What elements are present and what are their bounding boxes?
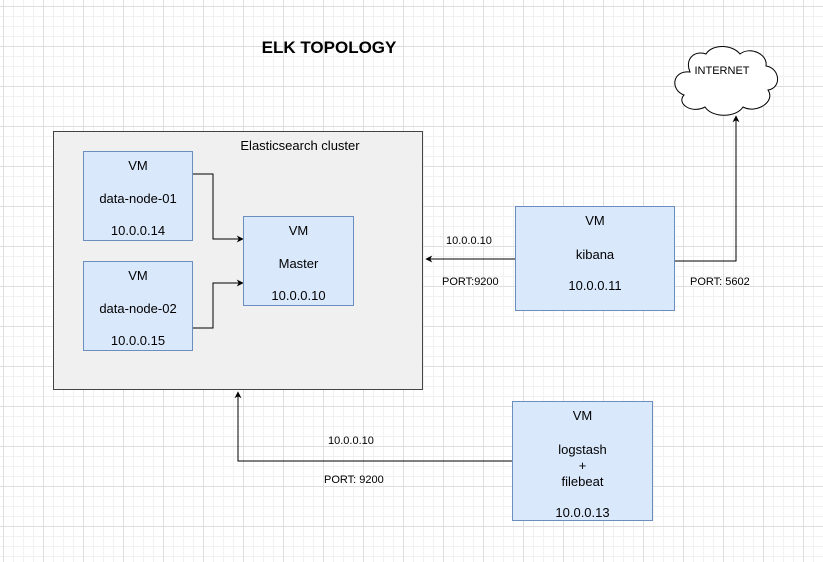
vm-name-label: data-node-02 (99, 301, 177, 316)
vm-name-plus: + (578, 458, 587, 473)
cluster-label: Elasticsearch cluster (240, 138, 360, 153)
edge-datanode02-master (193, 279, 244, 329)
internet-label: INTERNET (694, 65, 750, 77)
vm-ip-label: 10.0.0.10 (271, 288, 326, 303)
vm-name-label: logstash (558, 442, 607, 457)
vm-type-label: VM (288, 223, 309, 238)
vm-data-node-01[interactable]: VM data-node-01 10.0.0.14 (83, 151, 193, 241)
vm-ip-label: 10.0.0.11 (568, 278, 622, 293)
vm-master[interactable]: VM Master 10.0.0.10 (243, 216, 354, 306)
vm-kibana[interactable]: VM kibana 10.0.0.11 (515, 206, 675, 311)
vm-name-label: Master (278, 256, 319, 271)
edge-label-logstash-ip: 10.0.0.10 (328, 435, 374, 447)
edge-datanode01-master (193, 173, 244, 243)
vm-type-label: VM (572, 408, 593, 423)
vm-name-label: data-node-01 (99, 191, 177, 206)
internet-cloud-icon (674, 46, 778, 116)
edge-label-logstash-port: PORT: 9200 (324, 474, 384, 486)
vm-type-label: VM (128, 158, 148, 173)
vm-data-node-02[interactable]: VM data-node-02 10.0.0.15 (83, 261, 193, 351)
vm-ip-label: 10.0.0.15 (110, 333, 166, 348)
vm-type-label: VM (585, 213, 605, 228)
edge-logstash-cluster (234, 391, 512, 462)
diagram-title: ELK TOPOLOGY (261, 38, 397, 57)
vm-name-label-2: filebeat (561, 474, 604, 489)
edge-kibana-internet (675, 115, 740, 262)
vm-name-label: kibana (575, 247, 615, 262)
vm-ip-label: 10.0.0.14 (110, 223, 166, 238)
edge-label-kibana-ip: 10.0.0.10 (446, 235, 492, 247)
edge-label-internet-port: PORT: 5602 (690, 276, 750, 288)
edge-label-kibana-port: PORT:9200 (442, 276, 499, 288)
vm-logstash[interactable]: VM logstash + filebeat 10.0.0.13 (512, 401, 653, 521)
vm-type-label: VM (128, 268, 148, 283)
vm-ip-label: 10.0.0.13 (555, 505, 610, 520)
